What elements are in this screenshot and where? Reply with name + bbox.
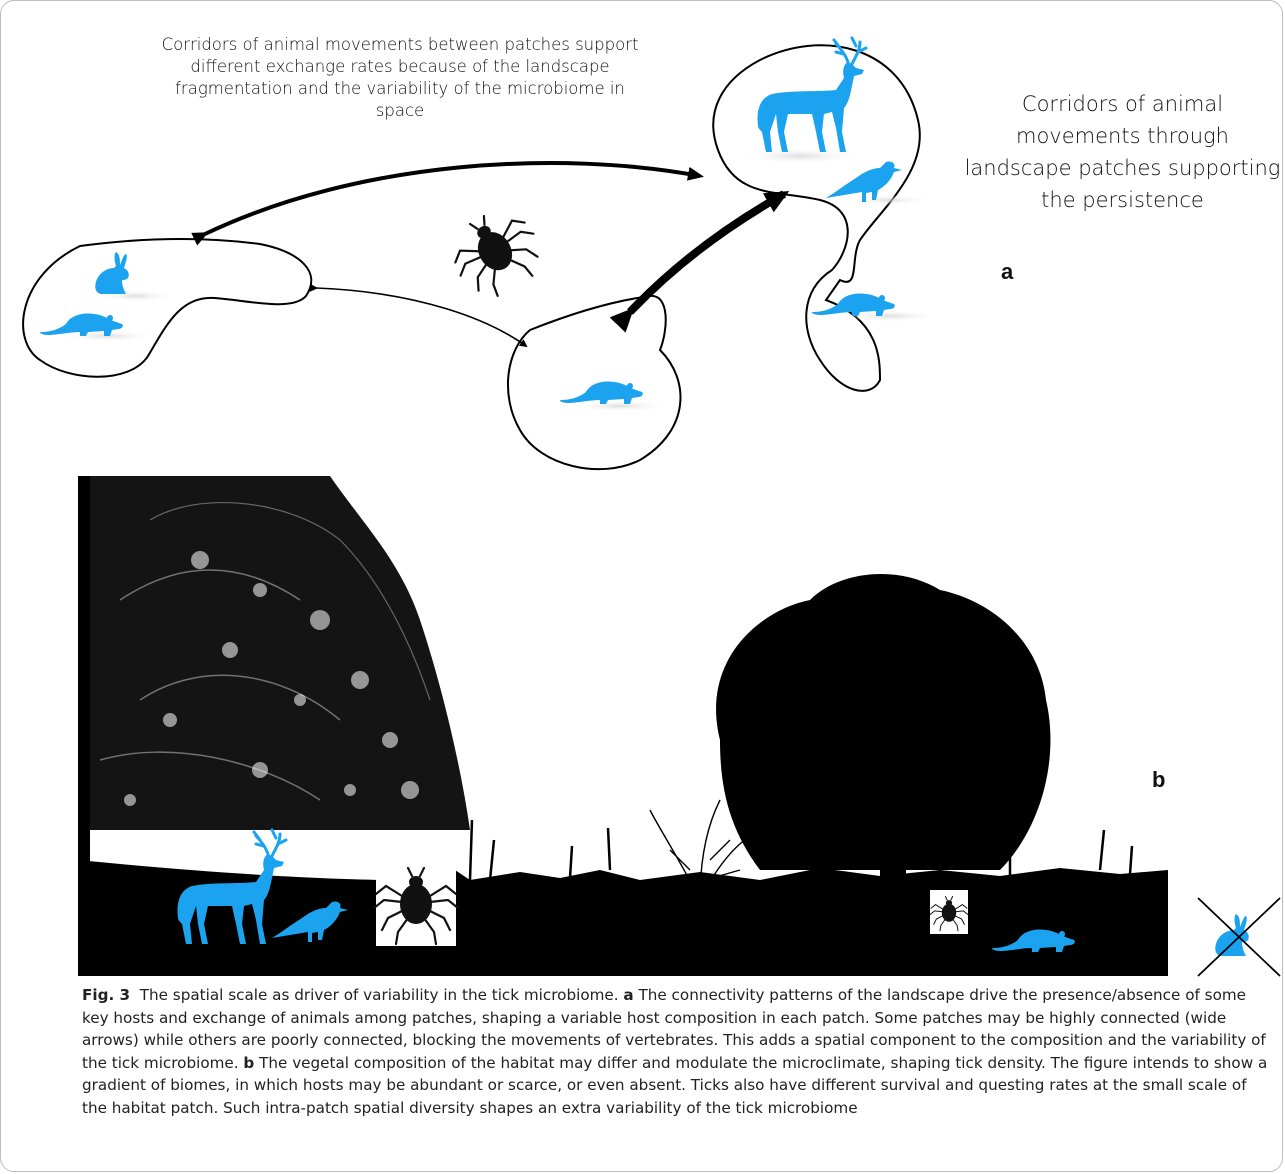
rat-icon: [812, 293, 895, 316]
landscape-silhouette: [78, 476, 1168, 976]
deer-icon: [756, 36, 868, 154]
caption-fig-label: Fig. 3: [82, 986, 131, 1004]
arrow-corridor-top: [191, 161, 704, 246]
caption-b-text: The vegetal composition of the habitat m…: [82, 1053, 1268, 1117]
patch-middle: [507, 294, 682, 471]
caption-b-label: b: [243, 1053, 255, 1072]
corridor-description-right: Corridors of animal movements through la…: [964, 92, 1281, 212]
arrow-corridor-wide: [609, 190, 790, 333]
panel-label-a: a: [1001, 259, 1014, 284]
panel-label-b: b: [1152, 767, 1166, 792]
rabbit-icon: [95, 252, 129, 294]
tick-icon: [439, 197, 553, 308]
rat-icon: [560, 381, 643, 404]
figure-diagram: [22, 36, 1281, 977]
arrow-corridor-bottom: [309, 283, 528, 348]
rat-icon: [40, 313, 123, 336]
caption-intro: The spatial scale as driver of variabili…: [139, 986, 619, 1004]
absent-rabbit-icon: [1197, 897, 1281, 977]
caption-a-label: a: [623, 986, 634, 1004]
corridor-description-left: Corridors of animal movements between pa…: [161, 35, 639, 120]
caption-a-text: The connectivity patterns of the landsca…: [82, 986, 1266, 1072]
figure-caption: Fig. 3 The spatial scale as driver of va…: [82, 984, 1272, 1119]
patch-left: [22, 237, 313, 378]
